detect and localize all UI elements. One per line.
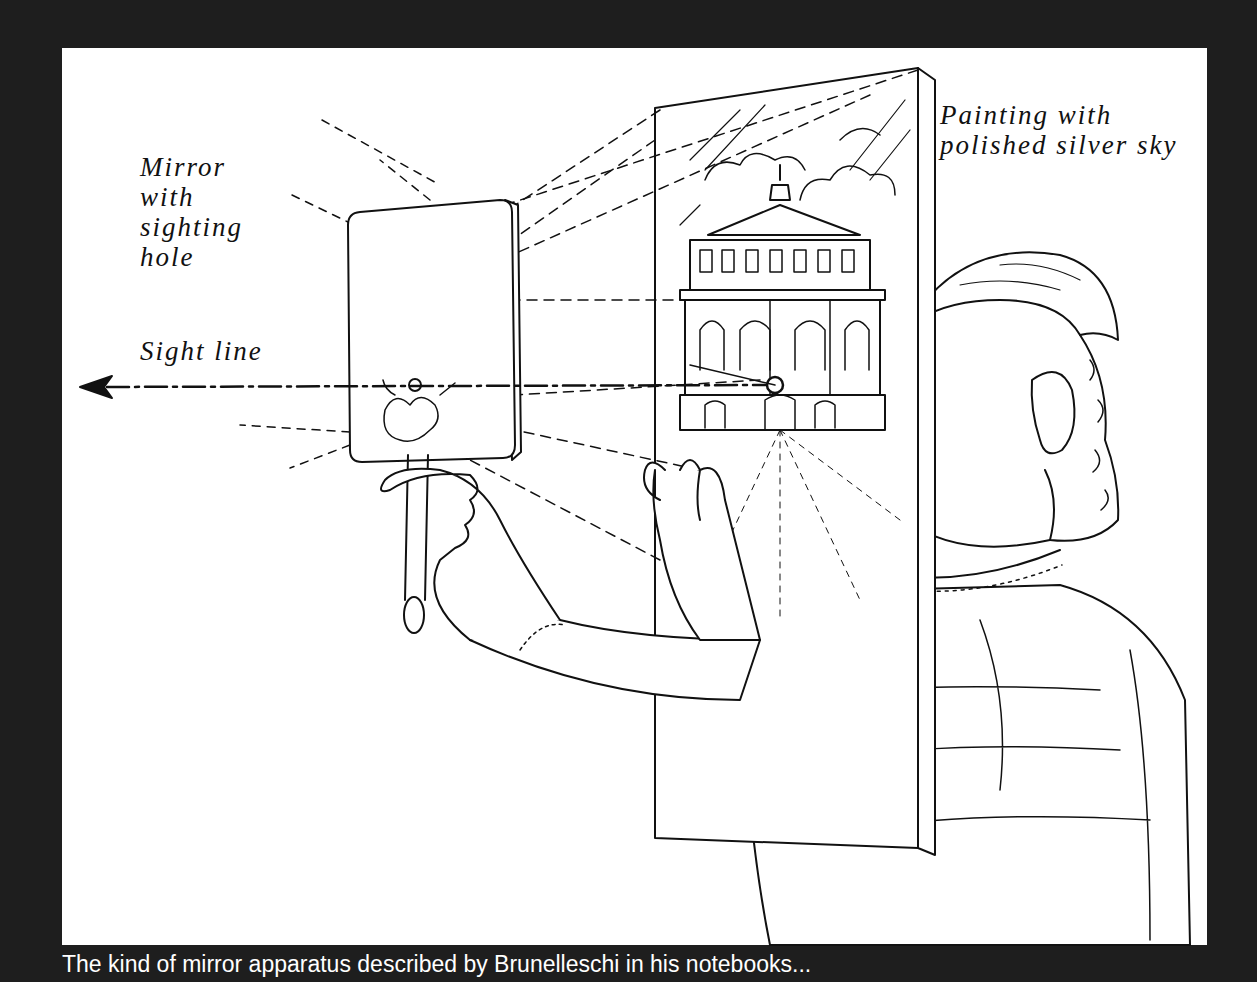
painting-label: Painting with polished silver sky <box>940 100 1178 160</box>
caption: The kind of mirror apparatus described b… <box>62 951 811 978</box>
mirror-label: Mirror with sighting hole <box>140 152 243 272</box>
sight-line-label: Sight line <box>140 336 263 366</box>
